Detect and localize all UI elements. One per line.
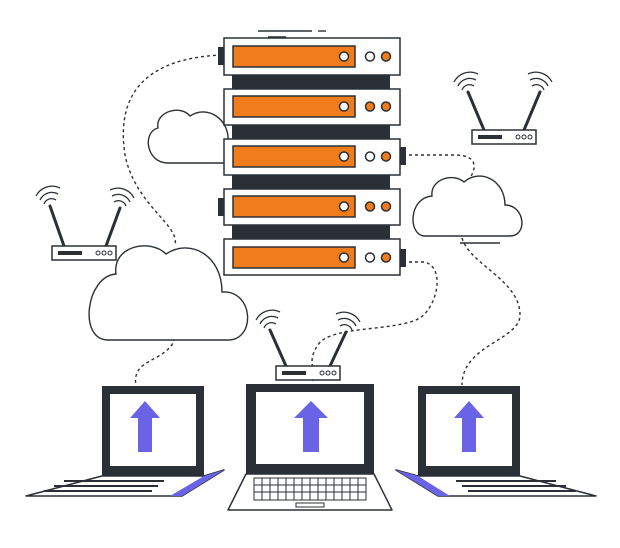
- wifi-signal-icon: [255, 309, 361, 331]
- cloud-right: [412, 175, 523, 237]
- keyboard: [44, 480, 164, 492]
- router-right: [453, 71, 553, 145]
- connection-line: [403, 154, 475, 179]
- clouds: [88, 109, 523, 341]
- keyboard: [253, 477, 367, 501]
- connection-line: [461, 237, 521, 386]
- keyboard: [456, 480, 576, 492]
- laptop-left: [25, 386, 225, 497]
- server-unit: [218, 188, 401, 226]
- server-unit: [223, 238, 406, 276]
- upload-arrow-icon: [294, 401, 328, 452]
- decorative-strokes: [258, 30, 500, 244]
- connection-line: [122, 54, 223, 246]
- connection-line: [134, 337, 176, 386]
- server-unit: [223, 88, 401, 126]
- laptop-center: [227, 384, 393, 511]
- server-unit: [223, 138, 406, 176]
- laptop-right: [395, 386, 597, 497]
- connection-line: [311, 261, 438, 371]
- cloud-left-bottom: [88, 245, 249, 341]
- router-left: [35, 185, 135, 261]
- upload-arrow-icon: [130, 401, 160, 452]
- server-unit: [218, 37, 401, 76]
- upload-arrow-icon: [454, 401, 484, 452]
- router-center: [255, 309, 361, 381]
- server-rack: [218, 37, 406, 276]
- wifi-signal-icon: [35, 185, 135, 207]
- wifi-signal-icon: [453, 71, 553, 91]
